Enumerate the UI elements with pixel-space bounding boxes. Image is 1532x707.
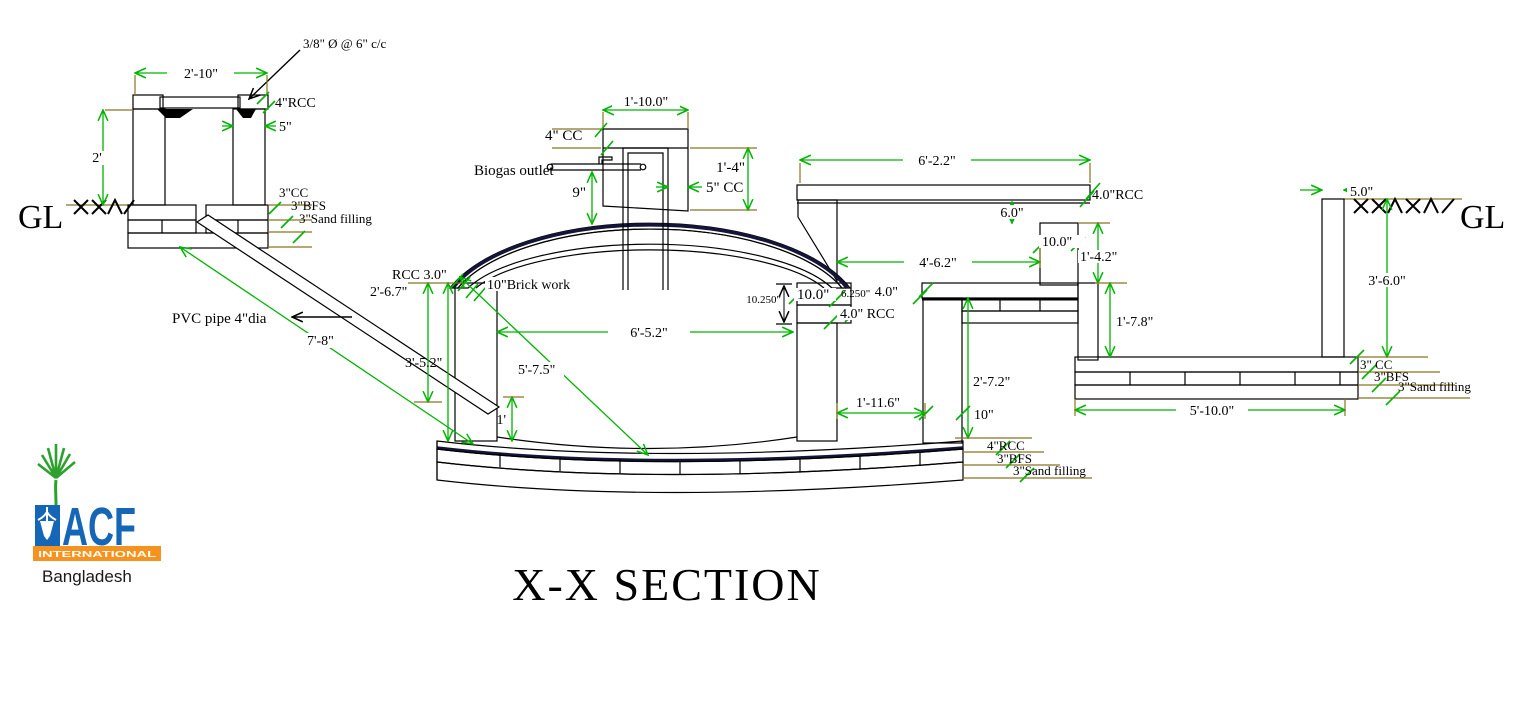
rc-bfs-label: 3"BFS [1374,369,1409,384]
tank-bfs-label: 3"BFS [291,198,326,213]
rc-sand-label: 3"Sand filling [1398,379,1471,394]
foundation-base [436,461,964,494]
logo-international-text: INTERNATIONAL [38,550,156,559]
inlet-tank [127,94,269,249]
logo-orange-bar [33,546,161,561]
rebar-leader [249,49,301,99]
rc-cc-label: 3" CC [1360,357,1392,372]
logo-country-text: Bangladesh [42,567,132,586]
tank-wall-right [232,108,266,206]
top-slab [796,184,1091,201]
neck-cavity [622,147,669,290]
shell-brick-label: 10"Brick work [487,278,570,293]
dim-channel-width: 1'-11.6" [856,396,900,411]
dim-pillar-width: 10.0" [1042,235,1072,250]
dim-oc-top-width: 6'-2.2" [918,154,955,169]
dim-rc-depth: 3'-6.0" [1368,274,1405,289]
dim-tank-wall: 5" [279,120,292,135]
dim-pillar-height: 1'-4.2" [1080,250,1117,265]
dim-springing-w: 10.0" [797,287,829,303]
outlet-support-wall [797,199,838,284]
gl-right-label: GL [1460,199,1505,236]
dim-rc-wall-width: 5.0" [1350,185,1373,200]
springing-rcc-label: 4.0" RCC [840,307,895,322]
dim-oc-mid-width: 4'-6.2" [919,256,956,271]
ground-hatch-left [73,197,135,215]
oc-floor-rcc-label: 4"RCC [987,438,1025,453]
right-chamber-wall-left [1077,282,1099,361]
dim-rc-wall-height: 1'-7.8" [1116,315,1153,330]
dome-wall-right [796,322,838,442]
tank-wall-left [132,108,166,206]
oc-top-slab-label: 4.0"RCC [1092,188,1143,203]
ground-hatch-right [1353,196,1455,214]
acf-logo: ACF INTERNATIONAL Bangladesh [33,444,161,586]
slab-seat-right [236,109,256,118]
drop-wall [922,297,963,444]
pvc-pipe-label: PVC pipe 4"dia [172,311,267,327]
biogas-outlet-label: Biogas outlet [474,163,554,179]
tank-cover-slab [159,96,241,109]
pillar-wall [1039,222,1079,286]
dim-neck-height: 1'-4" [716,160,745,176]
dim-tank-width: 2'-10" [184,67,218,82]
dim-oc-floor: 4.0" [875,285,898,300]
labels: GL GL 3/8" Ø @ 6" c/c 2'-10" 4"RCC 5" 2'… [18,36,1505,478]
right-chamber-wall-right [1321,198,1345,358]
slab-seat-left [157,109,193,118]
ground-right [1344,196,1462,214]
shell-rcc-label: RCC 3.0" [392,268,447,283]
tank-sand-label: 3"Sand filling [299,211,372,226]
dim-outlet-height: 9" [572,185,586,201]
dim-pipe-length: 7'-8" [307,334,334,349]
rebar-note: 3/8" Ø @ 6" c/c [303,36,386,51]
dim-neck-width: 1'-10.0" [624,95,668,110]
biogas-outlet-pipe [546,156,647,171]
tank-cc-label: 3"CC [279,185,308,200]
oc-floor-sand-label: 3"Sand filling [1013,463,1086,478]
dim-tank-slab: 4"RCC [275,96,316,111]
drawing-title: X-X SECTION [512,559,821,610]
root-bulb-icon [40,521,54,540]
dim-springing-ext: 6.250" [841,288,870,300]
dim-dome-h1: 2'-6.7" [370,285,407,300]
ground-left [66,197,135,215]
dim-springing-v: 10.250" [746,294,781,306]
dim-oc-gap: 6.0" [1000,206,1023,221]
shell-brick-band [456,228,844,289]
foundation-rcc [436,440,964,463]
dim-dome-diagonal: 5'-7.5" [518,363,555,378]
oc-floor-bfs-label: 3"BFS [997,451,1032,466]
outlet-chamber [796,184,1091,444]
neck-wall-label: 5" CC [706,180,743,196]
dim-oc-wall: 10" [974,408,994,423]
dim-rc-floor-width: 5'-10.0" [1190,404,1234,419]
extension-lines [105,75,1470,479]
right-chamber [1074,198,1359,400]
dim-dome-width: 6'-5.2" [630,326,667,341]
tick-marks [256,91,1401,483]
dim-tank-depth: 2' [92,151,102,166]
dim-dome-h2: 3'-5.2" [405,356,442,371]
gl-left-label: GL [18,199,63,236]
floor-inner-line [496,436,798,450]
dim-oc-depth: 2'-7.2" [973,375,1010,390]
roots-icon [37,507,57,521]
dim-dome-corner: 1' [496,413,506,428]
plant-leaves-icon [37,444,76,480]
neck-block [602,128,689,212]
neck-slab-label: 4" CC [545,128,582,144]
